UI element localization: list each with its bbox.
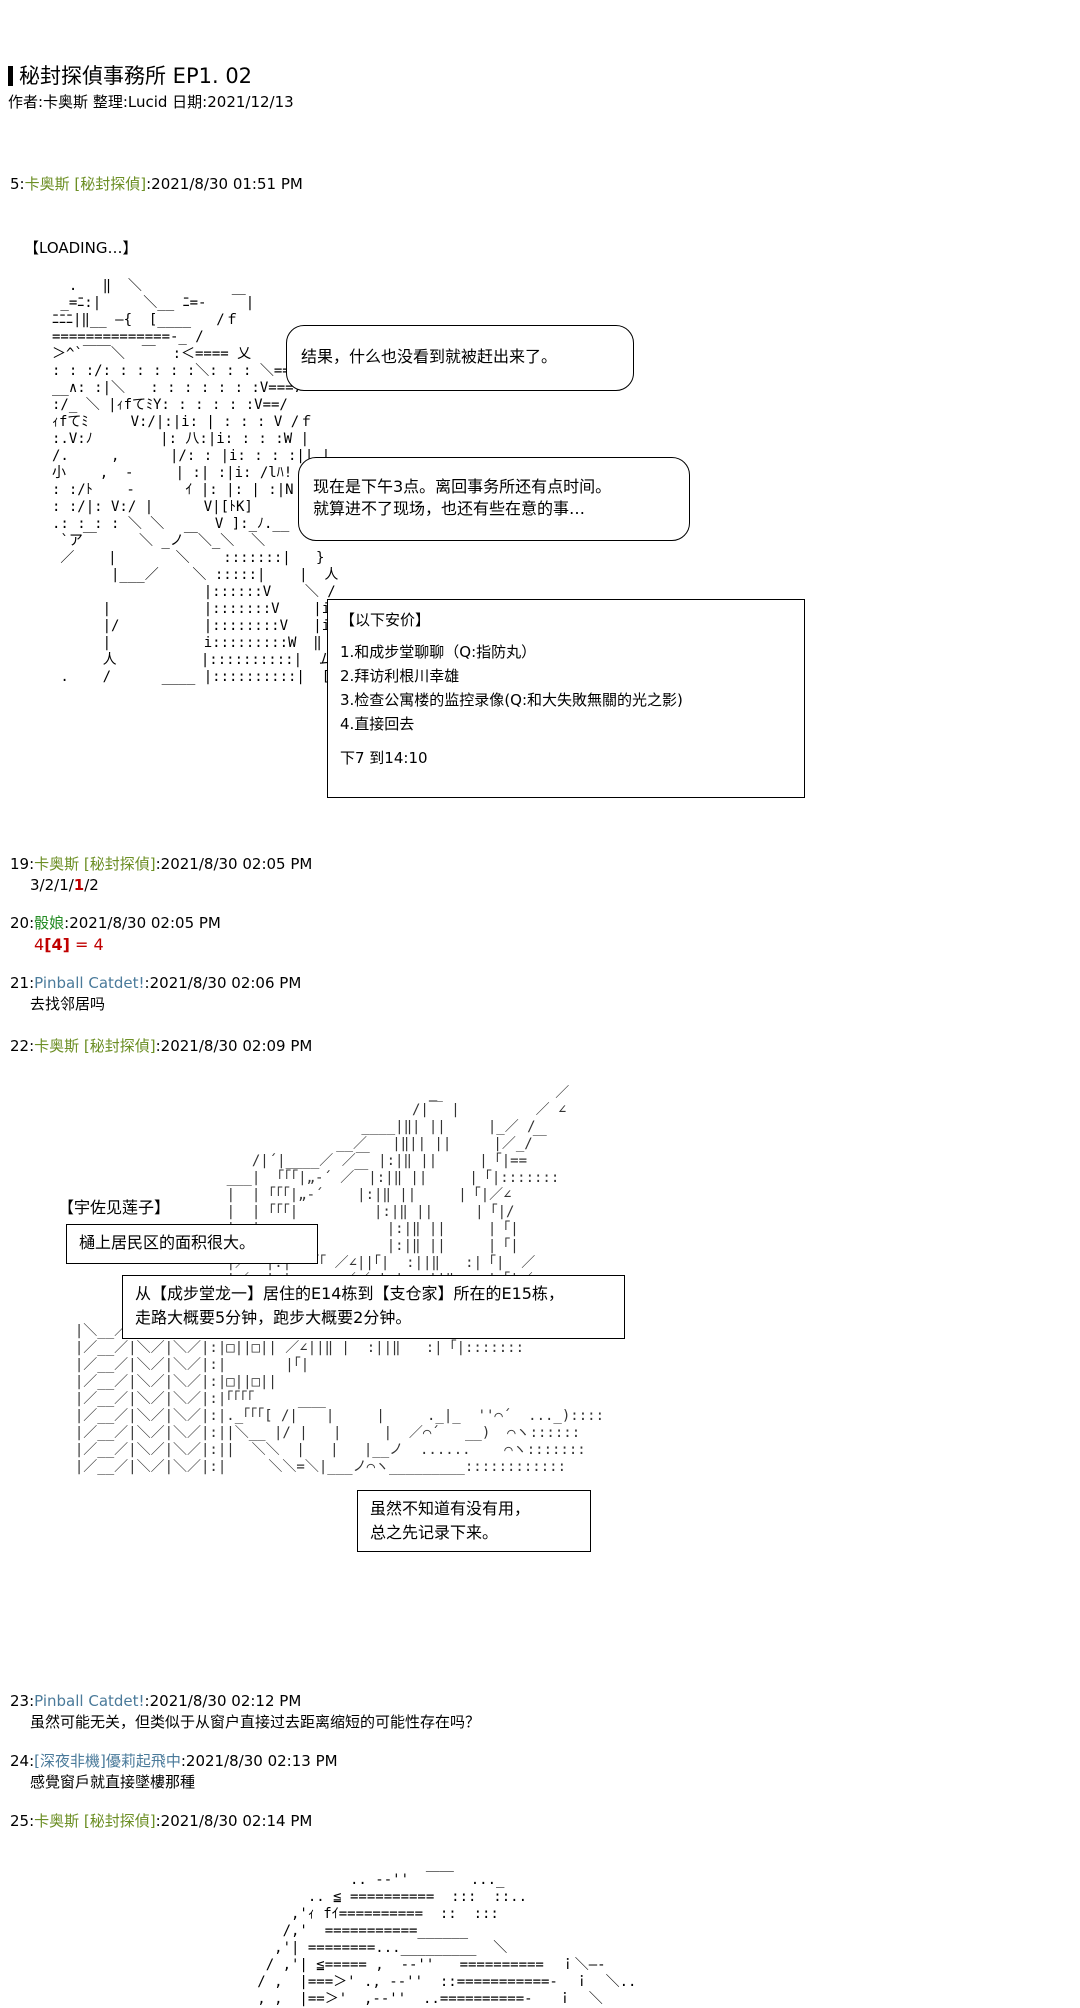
options-deadline: 下7 到14:10	[340, 749, 428, 767]
narration-text-2b: 走路大概要5分钟，跑步大概要2分钟。	[135, 1308, 412, 1327]
post-body-21: 去找邻居吗	[30, 995, 106, 1013]
option-3: 3.检查公寓楼的监控录像(Q:和大失敗無關的光之影)	[340, 691, 683, 709]
post-body-19: 3/2/1/1/2	[30, 878, 99, 893]
title-text: 秘封探偵事務所 EP1. 02	[19, 64, 253, 88]
post-time: :2021/8/30 02:06 PM	[144, 974, 302, 992]
post-author-link[interactable]: 卡奥斯 [秘封探偵]	[34, 1812, 156, 1830]
post-author-link[interactable]: Pinball Catdet!	[34, 1692, 145, 1710]
bubble-text: 结果，什么也没看到就被赶出来了。	[301, 347, 558, 366]
narration-text-3b: 总之先记录下来。	[370, 1523, 499, 1542]
post-body-23: 虽然可能无关，但类似于从窗户直接过去距离缩短的可能性存在吗？	[30, 1713, 481, 1731]
post-time: :2021/8/30 02:05 PM	[155, 855, 313, 873]
post-body-20: 4[4] = 4	[34, 937, 104, 953]
narration-text-3a: 虽然不知道有没有用，	[370, 1499, 531, 1518]
dice-seq-a: 3/2/1/	[30, 876, 74, 894]
post-author-link[interactable]: 骰娘	[34, 914, 65, 932]
post-time: :2021/8/30 02:05 PM	[64, 914, 221, 932]
narration-box-1: 樋上居民区的面积很大。	[66, 1224, 318, 1264]
post-body-24: 感覺窗戶就直接墜樓那種	[30, 1773, 196, 1791]
post-author-link[interactable]: 卡奥斯 [秘封探偵]	[24, 175, 147, 193]
post-time: :2021/8/30 02:14 PM	[155, 1812, 313, 1830]
meta-line: 作者:卡奥斯 整理:Lucid 日期:2021/12/13	[8, 93, 294, 111]
speech-bubble-2: 现在是下午3点。离回事务所还有点时间。就算进不了现场，也还有些在意的事…	[298, 457, 690, 541]
options-heading: 【以下安价】	[340, 611, 431, 629]
post-header-24: 24:[深夜非機]優莉起飛中:2021/8/30 02:13 PM	[10, 1754, 338, 1769]
post-time: :2021/8/30 01:51 PM	[146, 175, 303, 193]
post-author-link[interactable]: Pinball Catdet!	[34, 974, 145, 992]
bubble-text-line-2: 就算进不了现场，也还有些在意的事…	[313, 499, 586, 518]
post-header-22: 22:卡奥斯 [秘封探偵]:2021/8/30 02:09 PM	[10, 1039, 312, 1054]
post-header-23: 23:Pinball Catdet!:2021/8/30 02:12 PM	[10, 1694, 301, 1709]
post-number: 24:	[10, 1752, 35, 1770]
ascii-art-figure: . ‖ ＼ _=ﾆ:| ＼__ ﾆ=- ￣| ﾆﾆﾆ|‖__ ―{ [____ …	[52, 278, 355, 685]
post-number: 21:	[10, 974, 35, 992]
post-number: 20:	[10, 914, 35, 932]
post-time: :2021/8/30 02:09 PM	[155, 1037, 313, 1055]
dice-expr: 4	[34, 935, 45, 954]
ascii-art-bottom: .. -‐'' ￣￣ ..._ .. ≦ ========== ::: ::..…	[257, 1872, 637, 2007]
post-time: :2021/8/30 02:13 PM	[180, 1752, 338, 1770]
option-list-box: 【以下安价】 1.和成步堂聊聊（Q:指防丸） 2.拜访利根川幸雄 3.检查公寓楼…	[327, 599, 805, 798]
dice-roll: [4]	[44, 935, 70, 954]
narration-box-3: 虽然不知道有没有用， 总之先记录下来。	[357, 1490, 591, 1552]
post-time: :2021/8/30 02:12 PM	[144, 1692, 302, 1710]
narration-text-1: 樋上居民区的面积很大。	[79, 1233, 256, 1252]
post-number: 22:	[10, 1037, 35, 1055]
narration-box-2: 从【成步堂龙一】居住的E14栋到【支仓家】所在的E15栋， 走路大概要5分钟，跑步…	[122, 1275, 625, 1339]
option-1: 1.和成步堂聊聊（Q:指防丸）	[340, 643, 537, 661]
speaker-label: 【宇佐见莲子】	[58, 1198, 171, 1217]
option-2: 2.拜访利根川幸雄	[340, 667, 460, 685]
post-number: 19:	[10, 855, 35, 873]
post-header-21: 21:Pinball Catdet!:2021/8/30 02:06 PM	[10, 976, 301, 991]
post-number: 25:	[10, 1812, 35, 1830]
bubble-text-line-1: 现在是下午3点。离回事务所还有点时间。	[313, 477, 612, 496]
post-header-25: 25:卡奥斯 [秘封探偵]:2021/8/30 02:14 PM	[10, 1814, 312, 1829]
post-number: 23:	[10, 1692, 35, 1710]
title-bar-mark	[8, 66, 13, 86]
option-4: 4.直接回去	[340, 715, 415, 733]
dice-seq-highlight: 1	[73, 876, 85, 894]
dice-seq-b: /2	[84, 876, 99, 894]
narration-text-2a: 从【成步堂龙一】居住的E14栋到【支仓家】所在的E15栋，	[135, 1284, 564, 1303]
post-header-19: 19:卡奥斯 [秘封探偵]:2021/8/30 02:05 PM	[10, 857, 312, 872]
speech-bubble-1: 结果，什么也没看到就被赶出来了。	[286, 325, 634, 391]
post-author-link[interactable]: 卡奥斯 [秘封探偵]	[34, 1037, 156, 1055]
post-author-link[interactable]: [深夜非機]優莉起飛中	[34, 1752, 181, 1770]
dice-result: = 4	[69, 935, 104, 954]
post-author-link[interactable]: 卡奥斯 [秘封探偵]	[34, 855, 156, 873]
page-title: 秘封探偵事務所 EP1. 02	[8, 66, 252, 87]
post-header-20: 20:骰娘:2021/8/30 02:05 PM	[10, 916, 221, 931]
loading-label: 【LOADING…】	[24, 239, 138, 257]
post-number: 5:	[10, 175, 25, 193]
post-header-5: 5:卡奥斯 [秘封探偵]:2021/8/30 01:51 PM	[10, 177, 303, 192]
